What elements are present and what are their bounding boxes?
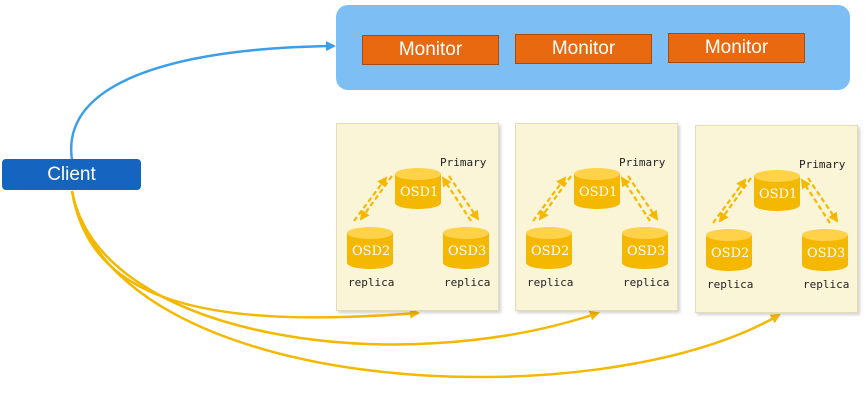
osd1-cylinder: [395, 168, 441, 209]
osd1-label: OSD1: [400, 185, 439, 200]
replica-label-right: replica: [444, 276, 491, 289]
osd2-label: OSD2: [352, 244, 391, 259]
osd1-cylinder: [754, 170, 800, 211]
replica-label-left: replica: [527, 276, 574, 289]
monitor-node-1[interactable]: Monitor: [362, 35, 499, 65]
osd1-label: OSD1: [759, 187, 798, 202]
osd1-label: OSD1: [579, 185, 618, 200]
monitor-node-3[interactable]: Monitor: [668, 33, 805, 63]
client-to-monitor-arrow: [69, 41, 336, 161]
client-to-group3-arrow: [70, 190, 781, 379]
osd3-cylinder: [443, 227, 489, 269]
replica-label-right: replica: [803, 278, 850, 291]
group-2-labels: OSD1 OSD2 OSD3 Primary replica replica: [515, 123, 678, 311]
osd3-label: OSD3: [448, 244, 487, 259]
osd1-cylinder: [574, 168, 620, 209]
osd2-label: OSD2: [711, 246, 750, 261]
group-1-labels: OSD1 OSD2 OSD3 Primary replica replica: [336, 123, 499, 311]
osd2-label: OSD2: [531, 244, 570, 259]
osd2-cylinder: [706, 229, 752, 271]
primary-label: Primary: [619, 156, 666, 169]
osd3-label: OSD3: [627, 244, 666, 259]
monitor-node-2[interactable]: Monitor: [515, 34, 652, 64]
replica-label-left: replica: [707, 278, 754, 291]
osd3-label: OSD3: [807, 246, 846, 261]
client-to-group2-arrow: [70, 190, 600, 346]
replica-label-left: replica: [348, 276, 395, 289]
osd2-cylinder: [526, 227, 572, 269]
osd3-cylinder: [802, 229, 848, 271]
group-3-labels: OSD1 OSD2 OSD3 Primary replica replica: [695, 125, 858, 313]
replica-label-right: replica: [623, 276, 670, 289]
primary-label: Primary: [440, 156, 487, 169]
osd3-cylinder: [622, 227, 668, 269]
client-node[interactable]: Client: [2, 159, 141, 190]
primary-label: Primary: [799, 158, 846, 171]
osd2-cylinder: [347, 227, 393, 269]
